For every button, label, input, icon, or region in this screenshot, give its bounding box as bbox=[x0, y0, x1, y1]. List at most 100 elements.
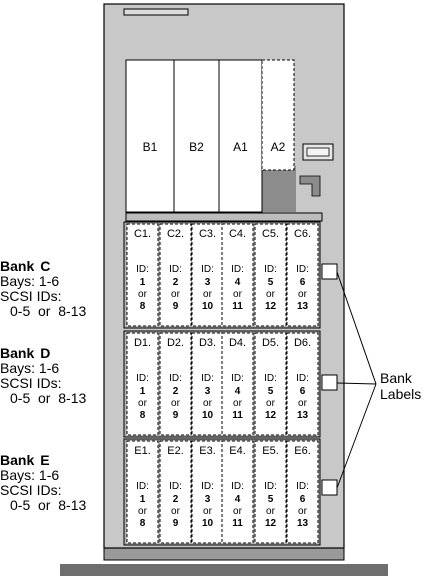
slot-id-alternate: 13 bbox=[297, 301, 309, 312]
slot-id-alternate: 8 bbox=[140, 410, 146, 421]
drive-slot bbox=[221, 332, 254, 436]
drive-slot bbox=[159, 223, 192, 327]
top-bay-label: A2 bbox=[271, 140, 286, 154]
slot-id-primary: 5 bbox=[268, 277, 274, 288]
slot-label: E1. bbox=[134, 445, 151, 457]
slot-id-label: ID: bbox=[231, 264, 244, 275]
slot-id-alternate: 10 bbox=[202, 301, 214, 312]
slot-label: D6. bbox=[294, 337, 311, 349]
slot-id-or: or bbox=[233, 398, 243, 409]
slot-id-label: ID: bbox=[201, 373, 214, 384]
slot-id-or: or bbox=[171, 289, 181, 300]
slot-id-primary: 4 bbox=[235, 386, 241, 397]
top-bay-label: A1 bbox=[233, 140, 248, 154]
slot-id-alternate: 12 bbox=[265, 301, 277, 312]
slot-id-label: ID: bbox=[201, 264, 214, 275]
slot-id-primary: 1 bbox=[140, 277, 146, 288]
drive-slot bbox=[286, 332, 319, 436]
bank-word: Bank bbox=[0, 258, 35, 274]
slot-label: C2. bbox=[167, 228, 184, 240]
bank-bays: Bays: 1-6 bbox=[0, 467, 60, 483]
bank-label-box bbox=[321, 374, 338, 391]
slot-id-or: or bbox=[266, 506, 276, 517]
slot-id-or: or bbox=[138, 289, 148, 300]
slot-id-or: or bbox=[171, 506, 181, 517]
slot-id-or: or bbox=[298, 398, 308, 409]
slot-id-or: or bbox=[203, 398, 213, 409]
drive-slot bbox=[159, 332, 192, 436]
slot-id-primary: 2 bbox=[173, 386, 179, 397]
bank-letter: C bbox=[40, 258, 51, 274]
bank-legend-title: Bank C bbox=[0, 259, 120, 274]
slot-id-or: or bbox=[233, 506, 243, 517]
bank-bays: Bays: 1-6 bbox=[0, 360, 60, 376]
slot-id-primary: 5 bbox=[268, 494, 274, 505]
top-bay-label: B2 bbox=[189, 140, 204, 154]
drive-slot bbox=[191, 223, 224, 327]
slot-id-label: ID: bbox=[296, 373, 309, 384]
slot-id-primary: 3 bbox=[205, 277, 211, 288]
slot-label: C4. bbox=[229, 228, 246, 240]
slot-id-label: ID: bbox=[264, 373, 277, 384]
slot-id-or: or bbox=[298, 289, 308, 300]
bank-scsi-range: 0-5 or 8-13 bbox=[10, 390, 87, 406]
drive-slot bbox=[286, 440, 319, 544]
slot-id-alternate: 9 bbox=[173, 518, 179, 529]
slot-id-or: or bbox=[138, 506, 148, 517]
slot-id-alternate: 10 bbox=[202, 410, 214, 421]
slot-id-or: or bbox=[233, 289, 243, 300]
slot-id-primary: 6 bbox=[300, 386, 306, 397]
bank-labels-callout: Bank Labels bbox=[380, 370, 421, 402]
slot-id-label: ID: bbox=[169, 481, 182, 492]
bank-scsi-range: 0-5 or 8-13 bbox=[10, 497, 87, 513]
drive-slot bbox=[126, 332, 159, 436]
slot-label: D5. bbox=[262, 337, 279, 349]
slot-label: E3. bbox=[199, 445, 216, 457]
drive-slot bbox=[126, 440, 159, 544]
top-bay-a1 bbox=[218, 59, 263, 213]
slot-id-primary: 1 bbox=[140, 494, 146, 505]
slot-id-alternate: 12 bbox=[265, 518, 277, 529]
slot-id-label: ID: bbox=[169, 373, 182, 384]
drive-slot bbox=[254, 223, 287, 327]
bank-word: Bank bbox=[0, 345, 35, 361]
slot-id-or: or bbox=[171, 398, 181, 409]
slot-id-alternate: 11 bbox=[232, 518, 243, 529]
slot-id-primary: 2 bbox=[173, 494, 179, 505]
drive-slot bbox=[254, 440, 287, 544]
bank-scsi-label: SCSI IDs: bbox=[0, 482, 62, 498]
bank-word: Bank bbox=[0, 452, 35, 468]
slot-id-or: or bbox=[298, 506, 308, 517]
bank-label-box bbox=[321, 479, 338, 496]
slot-id-primary: 4 bbox=[235, 277, 241, 288]
slot-id-label: ID: bbox=[231, 481, 244, 492]
slot-label: C6. bbox=[294, 228, 311, 240]
bank-label-callouts bbox=[321, 263, 377, 496]
slot-id-label: ID: bbox=[136, 481, 149, 492]
slot-id-alternate: 11 bbox=[232, 301, 243, 312]
slot-id-or: or bbox=[203, 506, 213, 517]
slot-id-alternate: 13 bbox=[297, 518, 309, 529]
slot-id-alternate: 9 bbox=[173, 410, 179, 421]
slot-id-alternate: 11 bbox=[232, 410, 243, 421]
callout-line-1: Bank bbox=[380, 370, 412, 386]
slot-id-label: ID: bbox=[296, 481, 309, 492]
slot-id-alternate: 13 bbox=[297, 410, 309, 421]
slot-id-primary: 4 bbox=[235, 494, 241, 505]
slot-id-alternate: 12 bbox=[265, 410, 277, 421]
slot-id-label: ID: bbox=[201, 481, 214, 492]
top-slot bbox=[123, 8, 189, 16]
bank-bays: Bays: 1-6 bbox=[0, 273, 60, 289]
drive-slot bbox=[191, 332, 224, 436]
drive-slot bbox=[126, 223, 159, 327]
slot-label: E4. bbox=[229, 445, 246, 457]
drive-slot bbox=[254, 332, 287, 436]
drive-slot bbox=[286, 223, 319, 327]
slot-id-primary: 6 bbox=[300, 277, 306, 288]
